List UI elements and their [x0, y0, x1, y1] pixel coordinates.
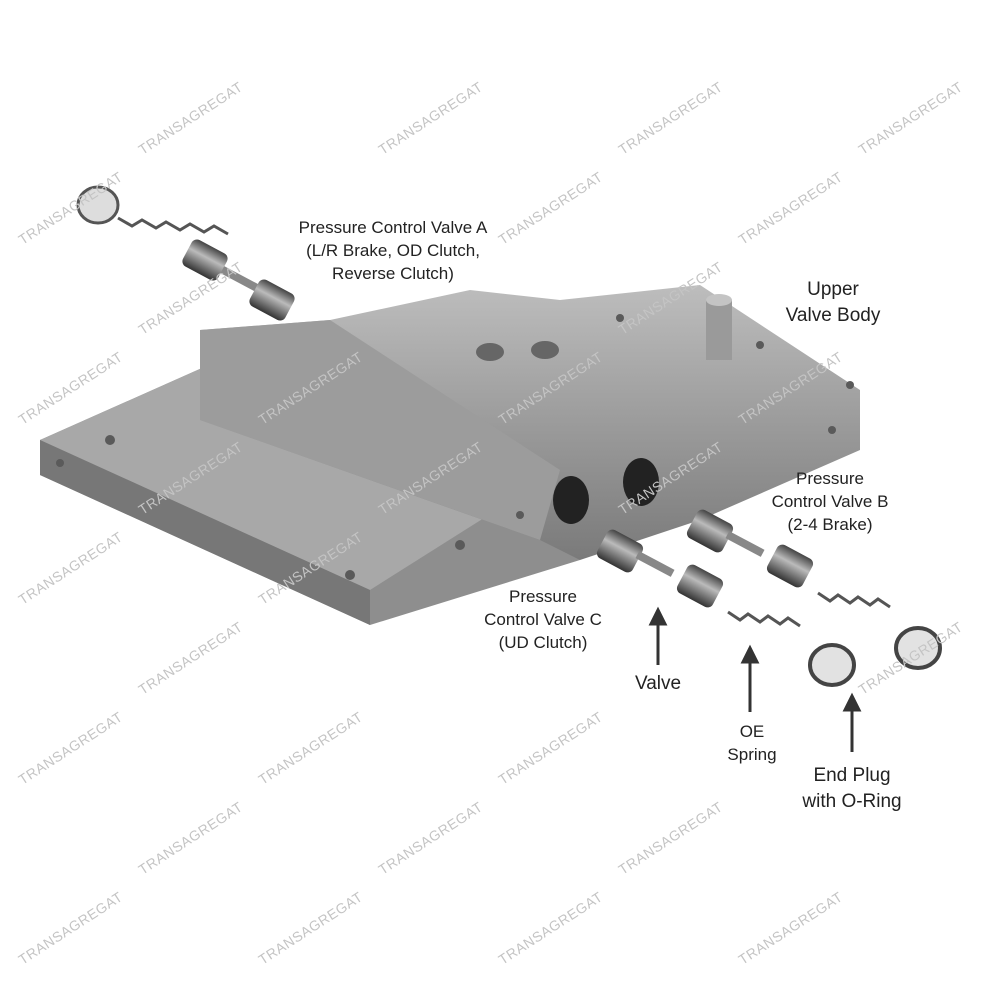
pressure-control-valve-bc-parts [596, 509, 942, 687]
label-pressure-control-valve-c: Pressure Control Valve C (UD Clutch) [484, 585, 602, 654]
label-line: Control Valve B [771, 492, 889, 511]
label-line: Control Valve C [484, 610, 602, 629]
callout-arrows [648, 606, 862, 752]
pressure-control-valve-a-parts [76, 185, 295, 321]
label-line: (UD Clutch) [498, 633, 588, 652]
label-end-plug: End Plug with O-Ring [802, 763, 901, 815]
label-upper-valve-body: Upper Valve Body [786, 277, 881, 329]
label-line: Pressure Control Valve A [298, 218, 488, 237]
label-line: Reverse Clutch) [332, 264, 454, 283]
lower-plate [40, 360, 580, 625]
label-line: End Plug [813, 765, 891, 786]
label-valve: Valve [634, 673, 682, 694]
label-line: OE [739, 722, 765, 741]
upper-valve-body [56, 285, 860, 580]
label-line: with O-Ring [802, 791, 902, 812]
label-line: Pressure [508, 587, 578, 606]
label-line: (L/R Brake, OD Clutch, [306, 241, 480, 260]
label-oe-spring: OE Spring [727, 720, 776, 766]
label-line: (2-4 Brake) [787, 515, 873, 534]
label-line: Pressure [795, 469, 865, 488]
label-line: Valve Body [785, 305, 881, 326]
label-pressure-control-valve-b: Pressure Control Valve B (2-4 Brake) [772, 467, 889, 536]
label-pressure-control-valve-a: Pressure Control Valve A (L/R Brake, OD … [299, 216, 488, 285]
label-line: Upper [807, 279, 859, 300]
label-line: Spring [727, 745, 777, 764]
